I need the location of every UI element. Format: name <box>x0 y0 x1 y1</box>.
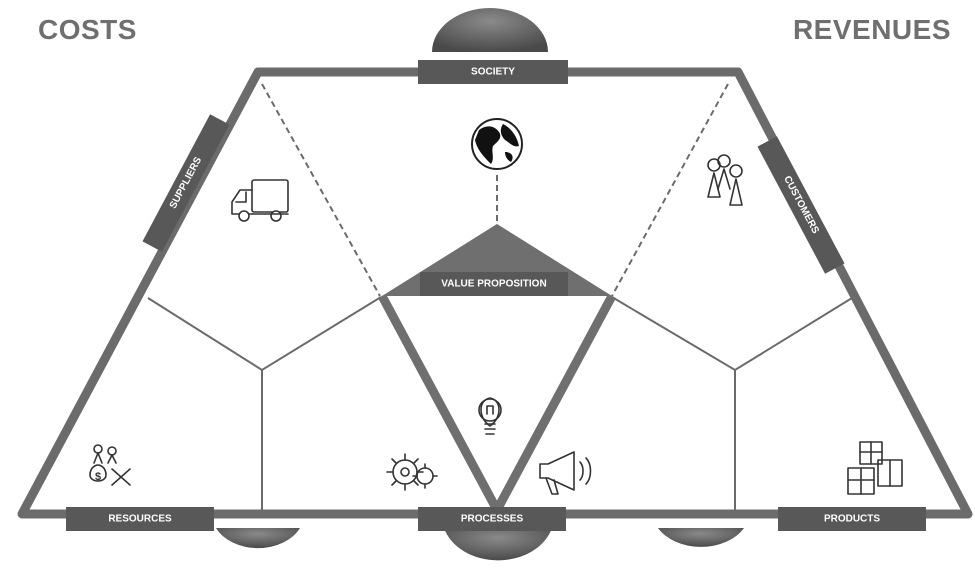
top-dome <box>432 8 548 52</box>
label-value-proposition: VALUE PROPOSITION <box>420 272 568 296</box>
partition-lines <box>147 296 853 517</box>
megaphone-icon <box>539 451 592 495</box>
label-resources: RESOURCES <box>66 507 214 531</box>
label-processes-text: PROCESSES <box>461 514 524 525</box>
label-processes: PROCESSES <box>418 507 566 531</box>
people-icon <box>707 154 743 206</box>
gears-icon <box>386 453 438 491</box>
costs-title: COSTS <box>38 14 137 45</box>
label-suppliers: SUPPLIERS <box>142 114 230 252</box>
label-society-text: SOCIETY <box>471 67 515 78</box>
business-model-frame <box>17 67 973 519</box>
bottom-dome-center <box>444 528 552 561</box>
label-value-proposition-text: VALUE PROPOSITION <box>441 279 546 290</box>
money-tools-icon: $ <box>89 444 131 486</box>
gift-boxes-icon <box>847 441 903 495</box>
truck-icon <box>231 179 289 222</box>
bottom-dome-left <box>216 528 300 549</box>
svg-text:$: $ <box>95 471 101 483</box>
label-resources-text: RESOURCES <box>108 514 172 525</box>
bottom-dome-right <box>658 528 744 547</box>
label-customers: CUSTOMERS <box>757 136 845 274</box>
label-society: SOCIETY <box>418 60 568 84</box>
label-products-text: PRODUCTS <box>824 514 880 525</box>
label-products: PRODUCTS <box>778 507 926 531</box>
globe-icon <box>471 118 523 170</box>
dashed-lines <box>261 83 729 297</box>
revenues-title: REVENUES <box>792 14 951 45</box>
lightbulb-icon <box>478 397 502 435</box>
